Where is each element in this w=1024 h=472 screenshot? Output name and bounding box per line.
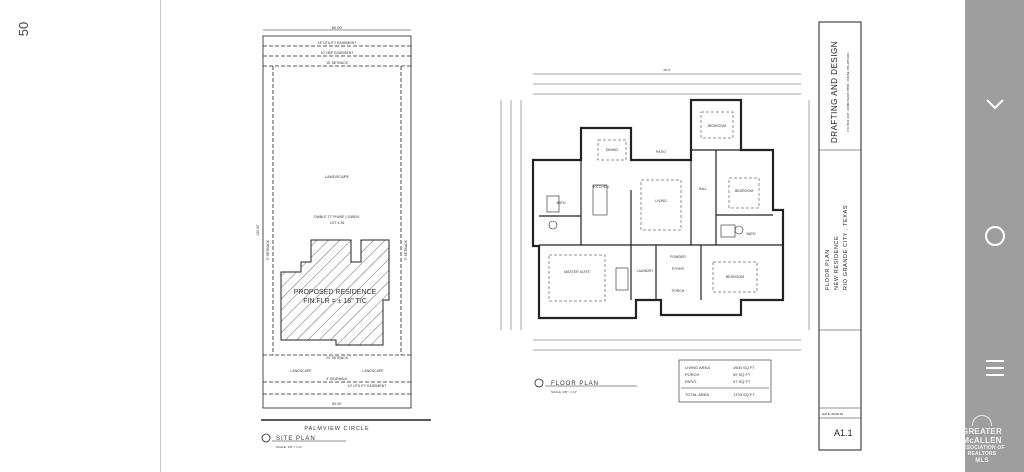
hep-easement-label: 10' HEP EASEMENT [321, 51, 355, 55]
room-dining: DINING [606, 148, 619, 152]
site-width-bottom: 80.00' [332, 402, 342, 406]
watermark-line1: GREATER McALLEN [962, 427, 1002, 445]
title-block-company: DRAFTING AND DESIGN [830, 41, 839, 143]
room-bedroom-bottom: BEDROOM [726, 275, 744, 279]
room-kitchen: KITCHEN [593, 185, 609, 189]
collapse-button[interactable] [965, 84, 1024, 124]
title-block-sheet-number: A1.1 [834, 428, 853, 438]
room-bath-right: BATH [746, 232, 756, 236]
site-plan-scale: SCALE: 1/8" = 1'-0" [276, 445, 302, 449]
sidewalk-label: 4' SIDEWALK [326, 377, 348, 381]
circle-home-icon [984, 225, 1006, 247]
title-block-project-1: FLOOR PLAN [825, 249, 831, 290]
landscape-main-label: LANDSCAPE [325, 174, 350, 179]
site-plan-callout [261, 433, 271, 443]
room-powder: POWDER [670, 255, 686, 259]
hamburger-menu-icon [985, 359, 1005, 377]
proposed-residence-footprint [280, 239, 390, 346]
area-value-total: 1703 SQ FT [733, 392, 755, 397]
room-bath-left: BATH [556, 201, 566, 205]
site-plan-title: SITE PLAN [276, 436, 316, 442]
floor-plan-overall-width: 48'-0" [663, 68, 671, 72]
residence-label-1: PROPOSED RESIDENCE [294, 289, 377, 296]
watermark-line3: MLS [975, 458, 989, 464]
room-patio: PATIO [656, 150, 666, 154]
blueprint-sheet: 80.00' 15' UTILITY EASEMENT 10' HEP EASE… [256, 21, 862, 451]
room-labels: DINING PATIO BEDROOM KITCHEN LIVING HALL… [556, 124, 756, 293]
room-laundry: LAUNDRY [637, 269, 654, 273]
menu-button[interactable] [965, 348, 1024, 388]
room-porch: PORCH [672, 289, 685, 293]
area-label-total: TOTAL AREA [685, 392, 709, 397]
mls-watermark: GREATER McALLEN ASSOCIATION OF REALTORS … [946, 415, 1018, 466]
utility-easement-top-label: 15' UTILITY EASEMENT [318, 41, 358, 45]
landscape-left-label: LANDSCAPE [290, 369, 312, 373]
area-table [678, 359, 772, 403]
floor-plan-drawing [500, 73, 820, 351]
site-width-top: 80.00' [332, 25, 343, 30]
lot-info-line1: OWBLE TT PHASE | SUBDV. [314, 215, 360, 219]
site-depth-left: 120.00' [256, 224, 260, 236]
area-label-living: LIVING AREA [685, 365, 710, 370]
title-block-date: DATE: 08.09.25 [822, 412, 843, 416]
title-block-project-2: NEW RESIDENCE [834, 236, 840, 290]
floor-plan-scale: SCALE: 1/8" = 1'-0" [551, 390, 577, 394]
title-block-project-3: RIO GRANDE CITY , TEXAS [843, 205, 849, 290]
landscape-right-label: LANDSCAPE [362, 369, 384, 373]
realtor-logo-icon [972, 415, 992, 426]
room-foyer: FOYER [672, 267, 685, 271]
area-label-porch: PORCH [685, 372, 700, 377]
floor-plan-title: FLOOR PLAN [551, 381, 599, 387]
residence-label-2: FIN.FLR = ± 18" T/C [303, 298, 367, 305]
area-value-porch: 52 SQ FT [733, 372, 751, 377]
front-setback-label: 20' SETBACK [326, 356, 349, 360]
area-label-patio: PATIO [685, 379, 696, 384]
site-plan-drawing [261, 29, 431, 421]
title-block [818, 21, 862, 451]
room-bedroom-top: BEDROOM [708, 124, 726, 128]
side-setback-right-label: 5' SETBACK [404, 239, 408, 260]
room-hall: HALL [699, 187, 708, 191]
document-viewer[interactable]: 80.00' 15' UTILITY EASEMENT 10' HEP EASE… [160, 0, 966, 472]
room-master-suite: MASTER SUITE [564, 270, 591, 274]
area-value-living: 1604 SQ FT [733, 365, 755, 370]
navigation-rail: GREATER McALLEN ASSOCIATION OF REALTORS … [959, 0, 1024, 472]
watermark-line2: ASSOCIATION OF REALTORS [959, 445, 1005, 457]
street-name: PALMVIEW CIRCLE [304, 426, 369, 432]
room-bedroom-right: BEDROOM [735, 189, 753, 193]
page-number: 50 [15, 21, 31, 37]
home-button[interactable] [965, 216, 1024, 256]
utility-easement-bottom-label: 10' UTILITY EASEMENT [348, 384, 388, 388]
rear-setback-label: 15' SETBACK [326, 61, 349, 65]
floor-plan-callout [534, 378, 544, 388]
title-block-address: P.O. BOX 3137 , ROMA TEXAS 78584 , PHONE… [846, 52, 850, 132]
lot-info-line2: LOT # 26 [330, 221, 345, 225]
area-value-patio: 47 SQ FT [733, 379, 751, 384]
room-living: LIVING [655, 199, 667, 203]
chevron-down-icon [985, 98, 1005, 110]
property-line [262, 35, 412, 409]
side-setback-left-label: 5' SETBACK [266, 239, 270, 260]
